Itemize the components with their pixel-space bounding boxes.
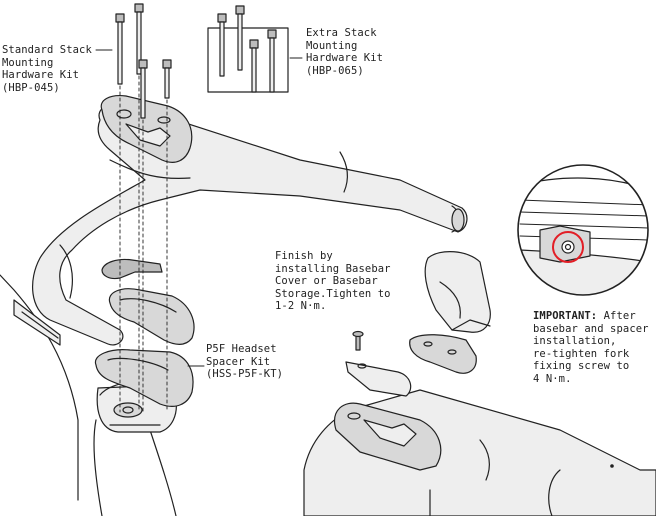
basebar-cover (424, 251, 491, 333)
handlebar-right (303, 389, 656, 517)
zoom-detail (517, 164, 649, 296)
extra-stack-label: Extra Stack Mounting Hardware Kit (HBP-0… (306, 27, 384, 77)
spacer-kit-label: P5F Headset Spacer Kit (HSS-P5F-KT) (206, 343, 284, 381)
important-heading: IMPORTANT: (533, 310, 598, 322)
extra-bolts (207, 5, 289, 93)
standard-stack-label: Standard Stack Mounting Hardware Kit (HB… (2, 44, 92, 94)
leader-lines (95, 49, 303, 367)
important-note: IMPORTANT: After basebar and spacer inst… (533, 310, 655, 386)
finish-instruction-label: Finish by installing Basebar Cover or Ba… (275, 250, 391, 313)
handlebar-left (32, 102, 468, 346)
stem-top (100, 95, 193, 163)
important-body: After basebar and spacer installation, r… (533, 310, 649, 385)
frame-left (0, 274, 177, 517)
small-parts (345, 330, 477, 397)
standard-bolts (115, 3, 172, 413)
